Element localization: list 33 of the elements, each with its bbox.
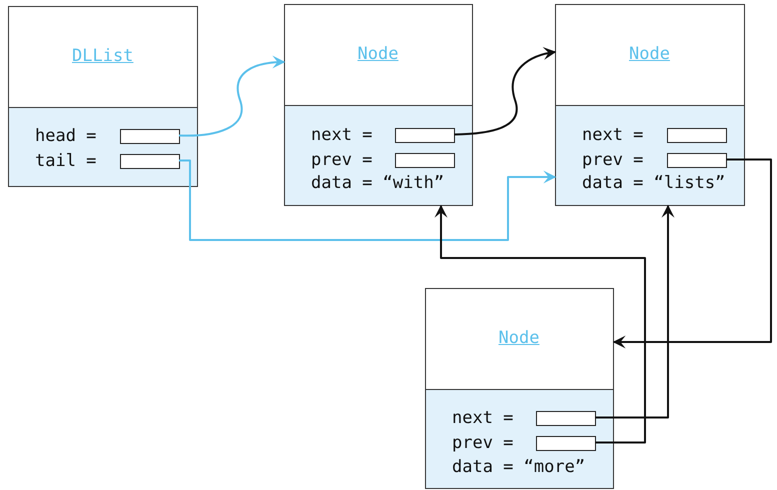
pointer-field [395,128,455,143]
class-name: Node [358,44,398,64]
class-name: DLList [72,46,134,66]
pointer-field [667,153,727,168]
pointer-field [120,129,180,144]
arrow [612,158,772,348]
object-box [425,288,614,489]
field-text: data = “more” [452,457,586,477]
field-label: next = [311,125,372,145]
arrow [178,56,286,137]
arrow [454,47,556,136]
field-text: data = “lists” [582,173,726,193]
arrow [595,204,674,418]
field-label: next = [582,125,644,145]
field-label: tail = [35,151,96,171]
class-name: Node [629,44,670,64]
pointer-field [120,154,180,169]
pointer-field [536,436,596,451]
field-label: prev = [452,433,514,453]
object-box [555,4,745,206]
field-label: prev = [582,150,644,170]
pointer-field [536,411,596,426]
field-label: prev = [311,150,372,170]
class-name: Node [498,328,540,348]
field-label: next = [452,408,514,428]
arrow [179,160,556,241]
field-text: data = “with” [311,173,444,193]
object-box [8,6,198,187]
object-box [284,4,473,206]
pointer-field [395,153,455,168]
field-label: head = [35,126,96,146]
arrow [434,204,646,444]
pointer-field [667,128,727,143]
